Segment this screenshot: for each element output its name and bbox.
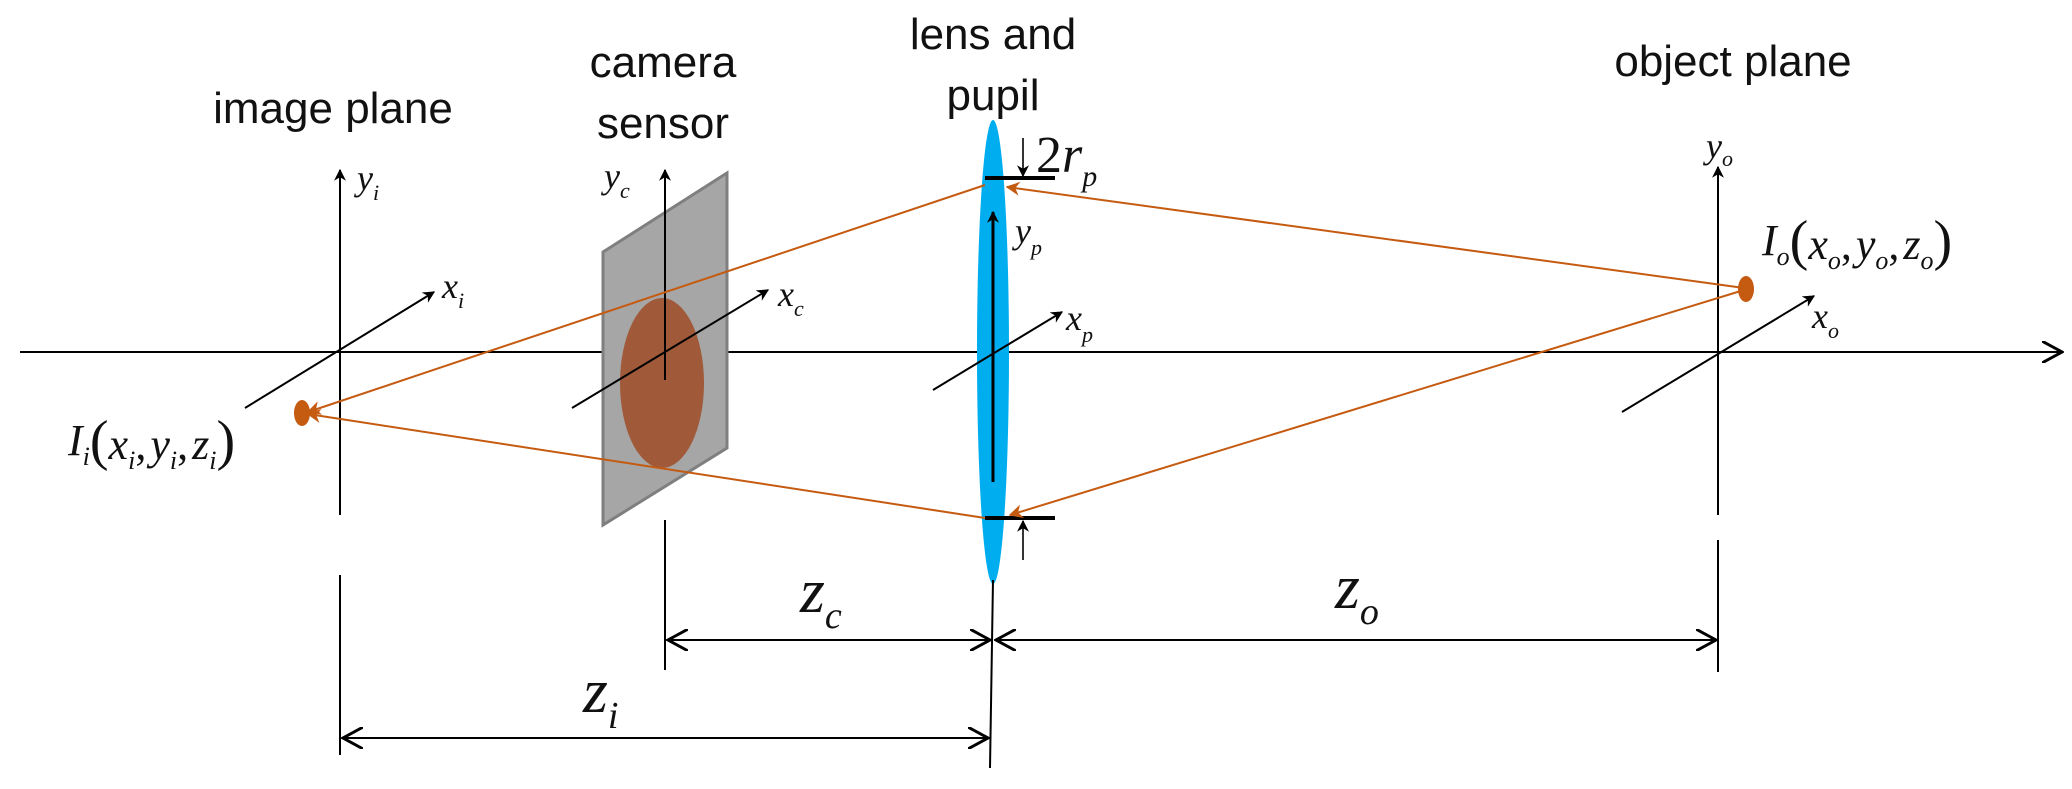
- distance-label-zc: zc: [799, 555, 842, 637]
- axis-label-yo: yo: [1703, 126, 1733, 171]
- camera-label: camera: [590, 38, 737, 87]
- image-plane-label: image plane: [213, 84, 453, 133]
- pupil-axes: [932, 210, 1064, 769]
- pupil-aperture-marks: [985, 138, 1055, 560]
- blur-spot: [620, 298, 704, 468]
- axis-label-xo: xo: [1811, 296, 1839, 343]
- axis-label-yc: yc: [601, 156, 630, 203]
- axis-label-yp: yp: [1012, 211, 1042, 260]
- image-point-label: Ii(xi,yi,zi): [67, 410, 235, 475]
- pupil-label: pupil: [947, 71, 1040, 120]
- sensor-label: sensor: [597, 99, 729, 148]
- axis-label-xi: xi: [441, 266, 464, 313]
- object-point: [1738, 276, 1754, 302]
- pupil-radius-label: 2rp: [1036, 127, 1097, 193]
- image-point: [294, 400, 310, 426]
- lens-and-label: lens and: [910, 10, 1076, 59]
- axis-label-xc: xc: [777, 274, 804, 321]
- distance-label-zo: zo: [1334, 551, 1379, 633]
- object-plane-axes: [1621, 165, 1816, 672]
- distance-dimensions: [343, 640, 1716, 738]
- object-plane-label: object plane: [1614, 37, 1851, 86]
- axis-label-xp: xp: [1065, 298, 1093, 347]
- object-point-label: Io(xo,yo,zo): [1761, 210, 1952, 275]
- distance-label-zi: zi: [582, 655, 618, 737]
- image-plane-axes: [244, 168, 436, 755]
- axis-label-yi: yi: [354, 158, 379, 205]
- light-rays: [306, 181, 1745, 519]
- camera-sensor-axes: [571, 168, 770, 670]
